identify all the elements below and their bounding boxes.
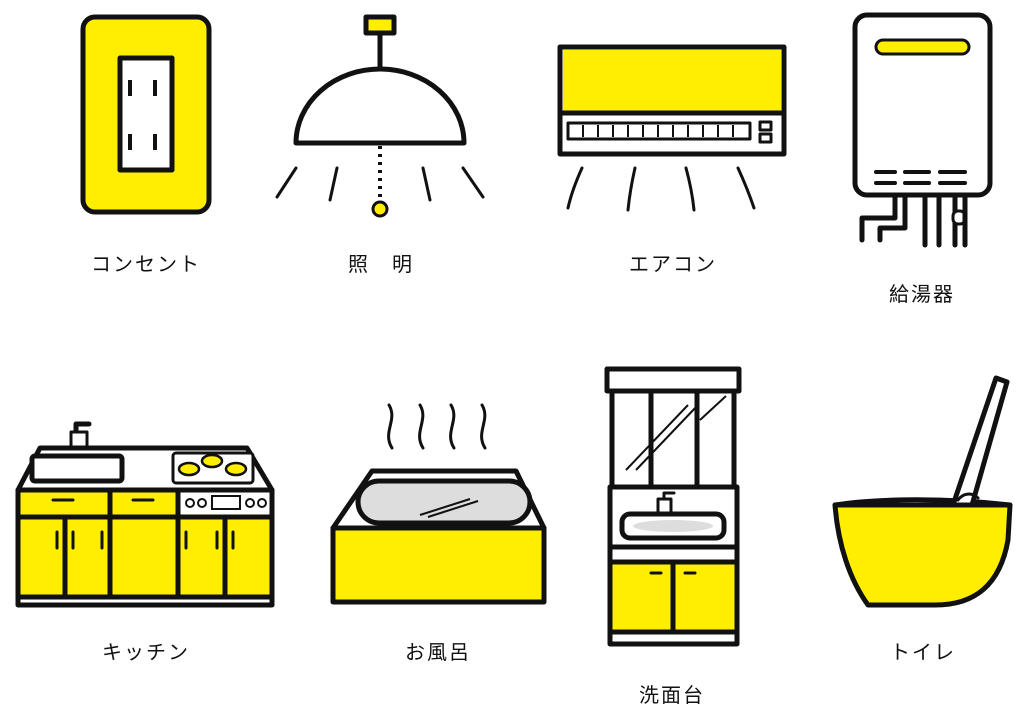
water-heater-icon	[852, 12, 993, 248]
label-lighting: 照 明	[348, 252, 414, 276]
ceiling-light-icon	[275, 14, 485, 218]
washstand-icon	[604, 366, 742, 647]
label-water-heater: 給湯器	[889, 282, 955, 306]
label-kitchen: キッチン	[102, 640, 190, 664]
label-bath: お風呂	[405, 640, 471, 664]
air-conditioner-icon	[557, 44, 787, 212]
label-air-conditioner: エアコン	[629, 252, 717, 276]
kitchen-icon	[15, 421, 275, 608]
label-outlet: コンセント	[91, 252, 201, 276]
toilet-icon	[832, 375, 1013, 608]
bathtub-icon	[330, 403, 547, 605]
label-washstand: 洗面台	[639, 683, 705, 707]
outlet-icon	[80, 14, 212, 215]
label-toilet: トイレ	[890, 640, 956, 664]
